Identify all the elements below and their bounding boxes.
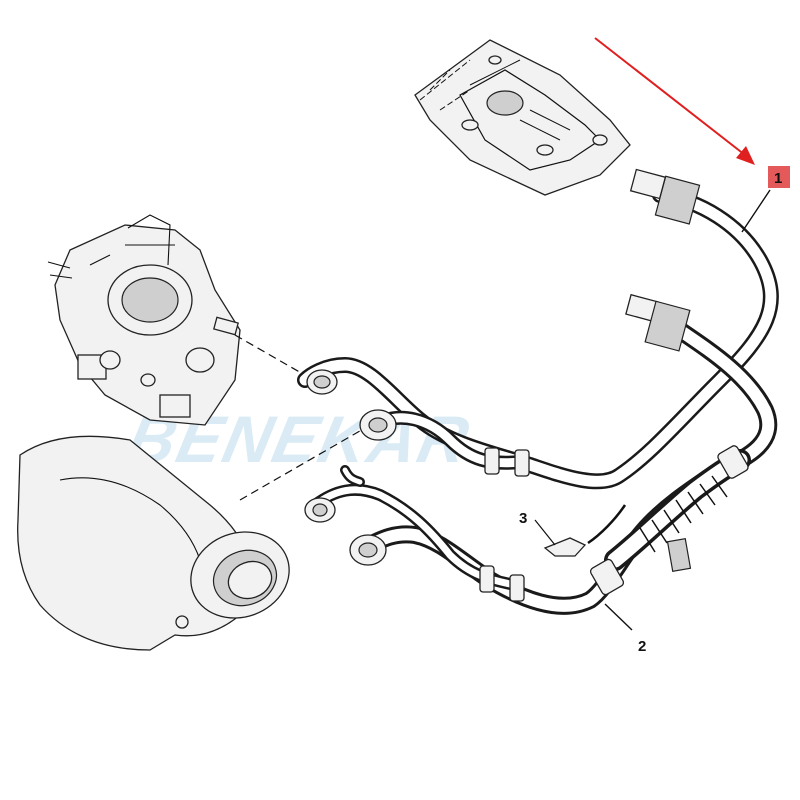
callout-2-label: 2 [638, 638, 646, 655]
callout-leader-lines [604, 189, 771, 631]
callout-1-label: 1 [774, 170, 782, 187]
callout-1-highlight [768, 166, 790, 188]
hose-pipe-1 [297, 187, 779, 490]
engine-block-cover [414, 39, 631, 196]
corrugated-hose-section [604, 449, 751, 573]
air-intake-duct [17, 435, 290, 651]
clip-part-3 [534, 504, 627, 557]
callout-1: 1 [768, 166, 790, 188]
throttle-body [47, 214, 241, 426]
callout-2: 2 [638, 638, 646, 655]
pointer-arrow [594, 37, 755, 165]
callout-3-label: 3 [519, 510, 527, 527]
callout-3: 3 [519, 510, 527, 527]
assembly-guide-lines [234, 334, 366, 501]
hose-fittings [304, 168, 749, 602]
